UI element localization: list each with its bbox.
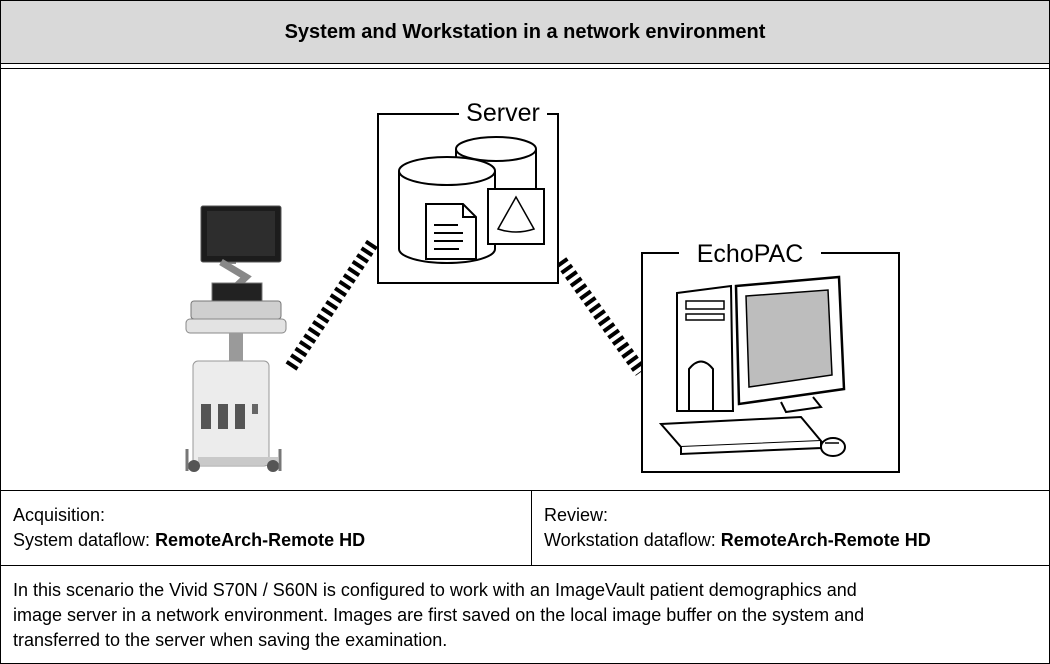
server-node: Server — [377, 99, 559, 284]
ultrasound-image-icon — [487, 188, 545, 245]
connector-system-server — [285, 237, 380, 371]
description-line-2: image server in a network environment. I… — [13, 605, 865, 625]
echopac-label: EchoPAC — [697, 240, 804, 268]
description-line-3: transferred to the server when saving th… — [13, 630, 448, 650]
description-line-1: In this scenario the Vivid S70N / S60N i… — [13, 580, 857, 600]
header-bar: System and Workstation in a network envi… — [1, 1, 1049, 64]
network-diagram-svg: Server — [185, 99, 900, 473]
acquisition-cell: Acquisition: System dataflow: RemoteArch… — [1, 491, 532, 566]
workstation-dataflow-prefix: Workstation dataflow: — [544, 530, 721, 550]
workstation-dataflow: Workstation dataflow: RemoteArch-Remote … — [544, 528, 931, 553]
ultrasound-system-image — [185, 205, 287, 472]
system-dataflow-value: RemoteArch-Remote HD — [155, 530, 366, 550]
workstation-icon — [658, 275, 846, 457]
echopac-node: EchoPAC — [641, 240, 900, 473]
review-label: Review: — [544, 505, 609, 525]
review-cell: Review: Workstation dataflow: RemoteArch… — [532, 491, 1049, 566]
document-icon — [425, 203, 477, 260]
page-title: System and Workstation in a network envi… — [284, 21, 766, 43]
acquisition-label: Acquisition: — [13, 505, 106, 525]
system-dataflow-prefix: System dataflow: — [13, 530, 156, 550]
network-diagram: Server — [1, 69, 1049, 491]
scenario-description: In this scenario the Vivid S70N / S60N i… — [13, 578, 1033, 653]
system-dataflow: System dataflow: RemoteArch-Remote HD — [13, 528, 365, 553]
server-label: Server — [466, 99, 540, 127]
workstation-dataflow-value: RemoteArch-Remote HD — [720, 530, 931, 550]
header-divider — [1, 64, 1049, 69]
connector-server-echopac — [555, 257, 647, 376]
